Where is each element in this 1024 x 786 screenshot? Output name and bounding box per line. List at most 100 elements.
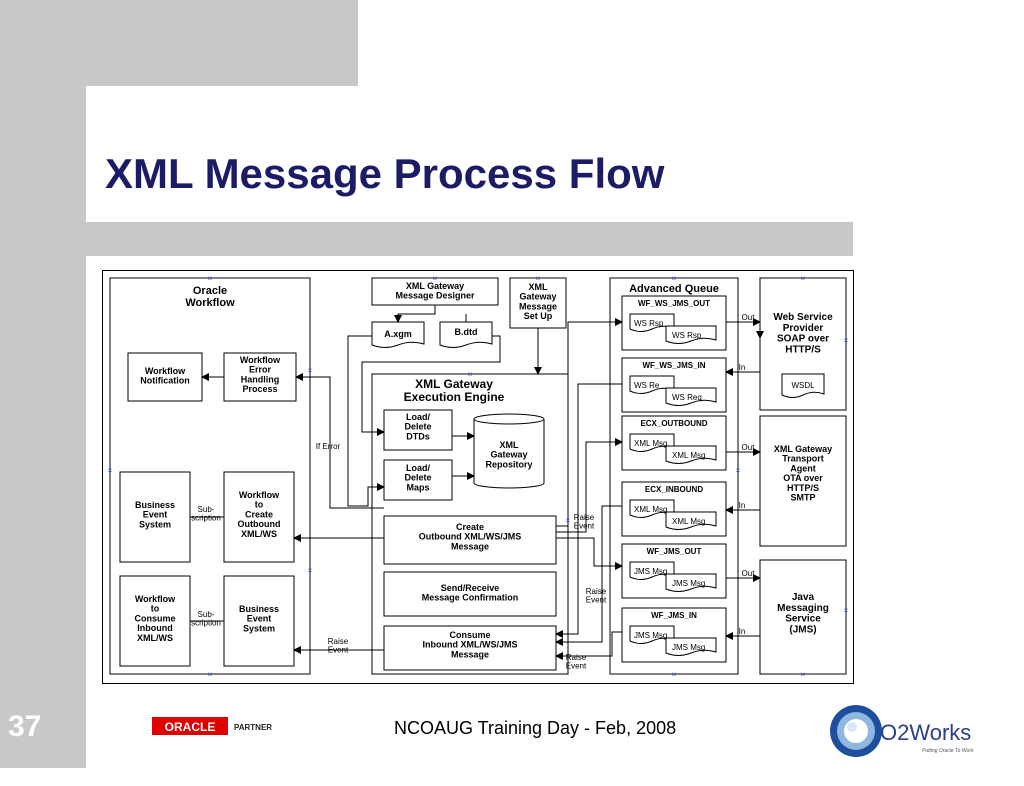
selection-handle-icon: × bbox=[672, 274, 677, 283]
queue-msg1-label-4: XML Msg bbox=[634, 505, 668, 514]
out-label-1: Out bbox=[742, 313, 756, 322]
o2works-logo: O2Works Putting Oracle To Work bbox=[830, 705, 974, 757]
create-to-wsjmsout bbox=[556, 318, 623, 527]
queue-name-6: WF_JMS_IN bbox=[651, 611, 697, 620]
queue-msg2-doc-1 bbox=[665, 325, 717, 344]
queue-msg2-doc-4 bbox=[665, 511, 717, 530]
designer-to-files bbox=[394, 305, 436, 323]
svg-text:Putting Oracle To Work: Putting Oracle To Work bbox=[922, 748, 974, 754]
business-event-box-1 bbox=[119, 471, 191, 563]
queue-msg1-label-2: WS Re bbox=[634, 381, 660, 390]
consume-inbound-box bbox=[383, 625, 557, 671]
left-gray-strip bbox=[0, 0, 86, 768]
selection-handle-icon: × bbox=[801, 670, 806, 679]
selection-handle-icon: × bbox=[536, 274, 541, 283]
selection-handle-icon: × bbox=[108, 466, 113, 475]
queue-msg1-label-3: XML Msg bbox=[634, 439, 668, 448]
in-label-3: In bbox=[739, 627, 746, 636]
wsdl-label: WSDL bbox=[791, 381, 815, 390]
b-dtd-doc bbox=[439, 321, 493, 348]
create-to-ecxout bbox=[556, 438, 623, 533]
load-maps-box bbox=[383, 459, 453, 501]
selection-handle-icon: × bbox=[844, 336, 849, 345]
queue-name-3: ECX_OUTBOUND bbox=[640, 419, 707, 428]
queue-msg2-label-1: WS Rsp bbox=[672, 331, 702, 340]
queue-msg2-label-6: JMS Msg bbox=[672, 643, 705, 652]
advanced-queue-title: Advanced Queue bbox=[629, 283, 719, 295]
jms-box bbox=[759, 559, 847, 675]
in-label-1: In bbox=[739, 363, 746, 372]
workflow-create-outbound-box bbox=[223, 471, 295, 563]
selection-handle-icon: × bbox=[208, 670, 213, 679]
create-outbound-box bbox=[383, 515, 557, 565]
queue-msg2-doc-2 bbox=[665, 387, 717, 406]
workflow-consume-inbound-box bbox=[119, 575, 191, 667]
xml-repository-cylinder bbox=[473, 413, 545, 489]
footer-text: NCOAUG Training Day - Feb, 2008 bbox=[394, 718, 677, 738]
svg-text:ORACLE: ORACLE bbox=[165, 720, 216, 734]
queue-msg2-label-4: XML Msg bbox=[672, 517, 706, 526]
queue-msg1-label-1: WS Rsp bbox=[634, 319, 664, 328]
ecxin-to-consume bbox=[555, 505, 622, 646]
queue-msg2-label-5: JMS Msg bbox=[672, 579, 705, 588]
out-label-2: Out bbox=[742, 443, 756, 452]
if-error-label: If Error bbox=[316, 442, 341, 451]
subscription-label-1: Sub-scription bbox=[191, 505, 221, 523]
queue-msg2-label-2: WS Req bbox=[672, 393, 702, 402]
selection-handle-icon: × bbox=[736, 466, 741, 475]
selection-handle-icon: × bbox=[308, 566, 313, 575]
dtd-to-dtds bbox=[361, 335, 501, 436]
load-dtds-box bbox=[383, 409, 453, 451]
selection-handle-icon: × bbox=[208, 274, 213, 283]
queue-msg1-label-5: JMS Msg bbox=[634, 567, 667, 576]
b-dtd-label: B.dtd bbox=[455, 327, 478, 337]
svg-text:O2Works: O2Works bbox=[880, 720, 971, 745]
a-xgm-doc bbox=[371, 321, 425, 348]
queue-name-1: WF_WS_JMS_OUT bbox=[638, 299, 710, 308]
xgm-to-maps bbox=[347, 335, 385, 507]
wsjmsin-to-consume bbox=[555, 383, 622, 638]
wsdl-doc bbox=[781, 373, 825, 398]
selection-handle-icon: × bbox=[566, 516, 571, 525]
send-receive-box bbox=[383, 571, 557, 617]
selection-handle-icon: × bbox=[844, 606, 849, 615]
message-setup-box bbox=[509, 277, 567, 329]
selection-handle-icon: × bbox=[308, 366, 313, 375]
title-underline-bar bbox=[86, 222, 853, 256]
queue-msg2-doc-6 bbox=[665, 637, 717, 656]
subscription-label-2: Sub-scription bbox=[191, 610, 221, 628]
error-branch bbox=[295, 373, 384, 509]
selection-handle-icon: × bbox=[468, 370, 473, 379]
oracle-partner-logo: ORACLE PARTNER bbox=[152, 717, 272, 735]
jmsin-to-consume bbox=[555, 631, 622, 660]
business-event-box-2 bbox=[223, 575, 295, 667]
svg-text:PARTNER: PARTNER bbox=[234, 723, 272, 732]
queue-name-4: ECX_INBOUND bbox=[645, 485, 703, 494]
transport-agent-box bbox=[759, 415, 847, 547]
selection-handle-icon: × bbox=[672, 670, 677, 679]
out-label-3: Out bbox=[742, 569, 756, 578]
queue-msg2-doc-3 bbox=[665, 445, 717, 464]
slide-number: 37 bbox=[8, 710, 42, 743]
